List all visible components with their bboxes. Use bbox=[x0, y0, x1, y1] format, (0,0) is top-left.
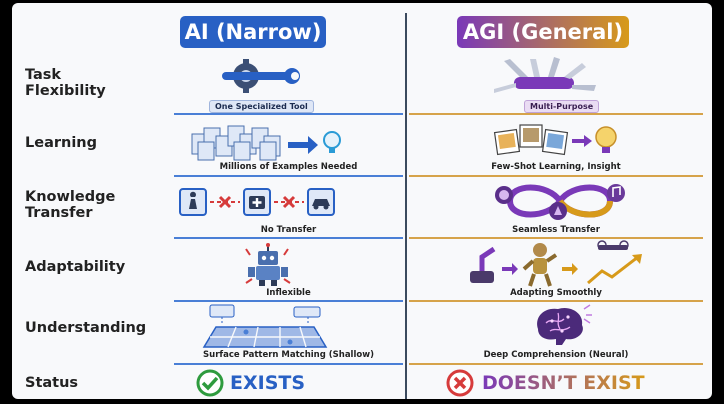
multitool-icon bbox=[494, 57, 596, 93]
row-label-adaptability: Adaptability bbox=[25, 259, 126, 275]
caption-agi-adaptability: Adapting Smoothly bbox=[510, 288, 602, 298]
row-separator-agi bbox=[409, 300, 703, 302]
infinity-loop-icon bbox=[495, 184, 625, 220]
status-ai: EXISTS bbox=[196, 369, 305, 397]
row-label-learning: Learning bbox=[25, 135, 98, 151]
row-label-status: Status bbox=[25, 375, 79, 391]
caption-ai-understanding: Surface Pattern Matching (Shallow) bbox=[203, 350, 374, 360]
column-divider bbox=[405, 13, 407, 399]
row-separator-ai bbox=[174, 175, 403, 177]
caption-agi-understanding: Deep Comprehension (Neural) bbox=[483, 350, 629, 360]
row-separator-ai bbox=[174, 113, 403, 115]
row-separator-agi bbox=[409, 113, 703, 115]
status-agi-text: DOESN’T EXIST bbox=[482, 372, 645, 394]
broken-robot-icon bbox=[245, 243, 291, 286]
caption-ai-adaptability: Inflexible bbox=[266, 288, 311, 298]
comparison-panel: AI (Narrow) AGI (General) Task Flexibili… bbox=[12, 3, 712, 399]
caption-ai-learning: Millions of Examples Needed bbox=[219, 162, 358, 172]
row-separator-agi bbox=[409, 175, 703, 177]
row-separator-ai bbox=[174, 300, 403, 302]
row-label-task-flexibility: Task Flexibility bbox=[25, 67, 106, 99]
row-label-knowledge-transfer: Knowledge Transfer bbox=[25, 189, 116, 221]
document-pile-icon bbox=[191, 125, 341, 161]
adapting-robot-icon bbox=[470, 240, 642, 287]
caption-ai-task: One Specialized Tool bbox=[209, 100, 314, 113]
blocked-transfer-icon bbox=[179, 188, 335, 216]
caption-agi-task: Multi-Purpose bbox=[524, 100, 600, 113]
row-separator-ai bbox=[174, 363, 403, 365]
header-agi-general: AGI (General) bbox=[457, 16, 629, 48]
check-circle-icon bbox=[196, 369, 224, 397]
row-separator-ai bbox=[174, 237, 403, 239]
status-ai-text: EXISTS bbox=[230, 372, 306, 394]
caption-ai-transfer: No Transfer bbox=[260, 225, 317, 235]
puzzle-icon bbox=[202, 304, 328, 348]
row-label-understanding: Understanding bbox=[25, 320, 147, 336]
status-agi: DOESN’T EXIST bbox=[446, 369, 645, 397]
row-separator-agi bbox=[409, 363, 703, 365]
row-separator-agi bbox=[409, 237, 703, 239]
caption-agi-transfer: Seamless Transfer bbox=[512, 225, 600, 235]
photos-lightbulb-icon bbox=[493, 124, 617, 156]
caption-agi-learning: Few-Shot Learning, Insight bbox=[491, 162, 621, 172]
neural-brain-icon bbox=[537, 304, 592, 345]
x-circle-icon bbox=[446, 369, 474, 397]
wrench-gear-icon bbox=[222, 59, 300, 93]
header-ai-narrow: AI (Narrow) bbox=[180, 16, 326, 48]
